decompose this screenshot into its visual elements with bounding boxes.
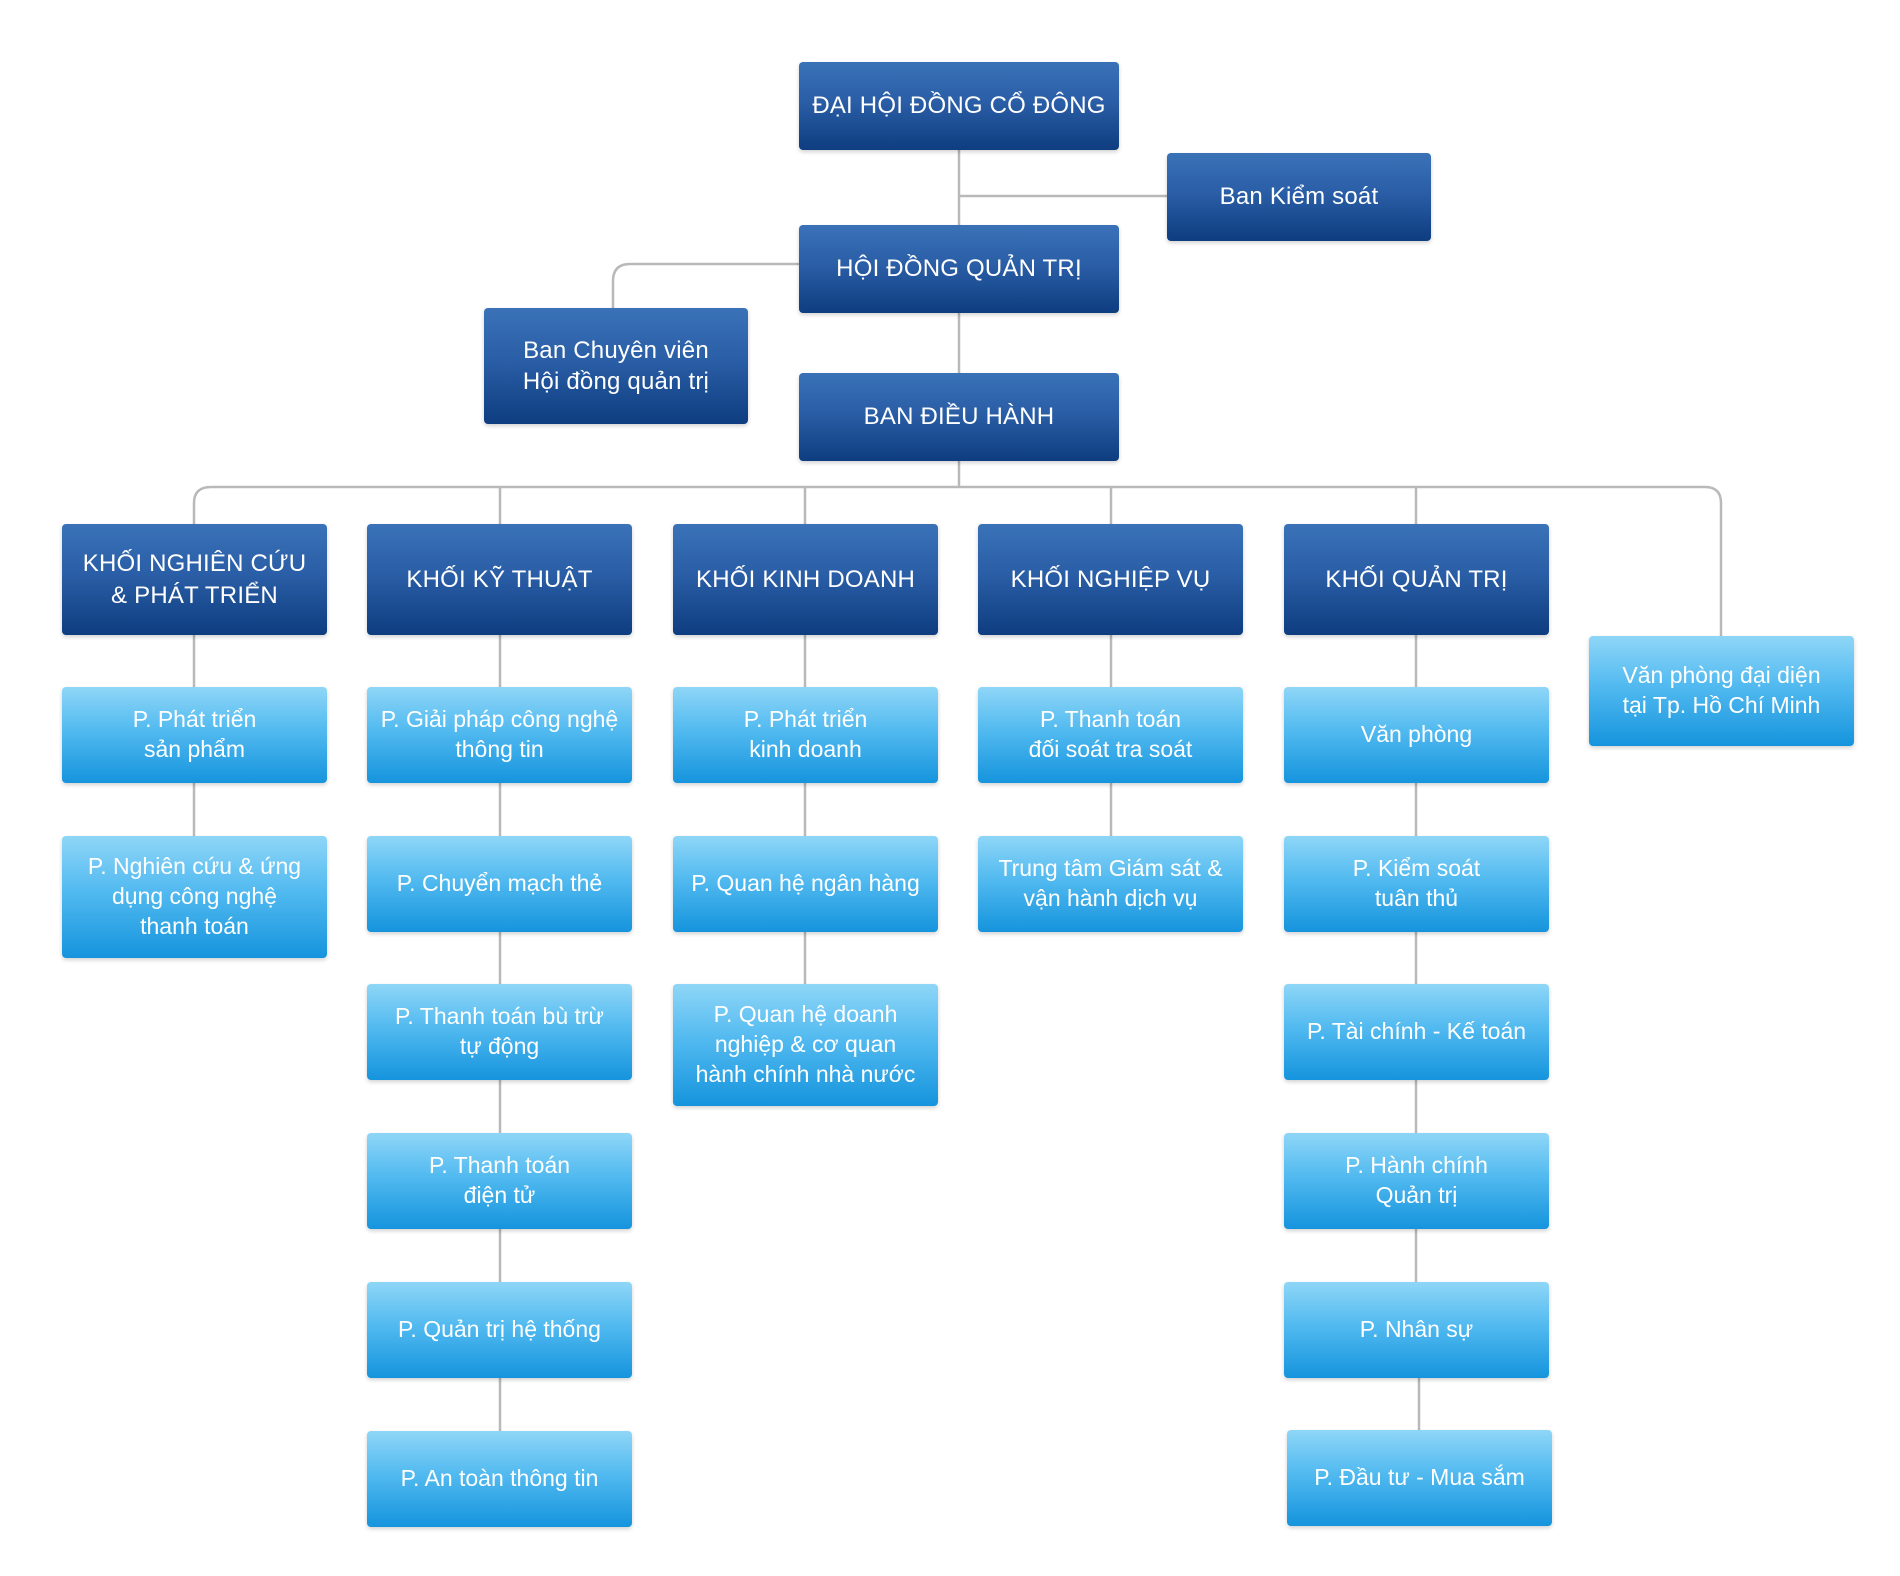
dept-box: P. Tài chính - Kế toán [1284, 984, 1549, 1080]
board-of-directors-box: HỘI ĐỒNG QUẢN TRỊ [799, 225, 1119, 313]
shareholders-box: ĐẠI HỘI ĐỒNG CỔ ĐÔNG [799, 62, 1119, 150]
dept-box: P. Phát triển kinh doanh [673, 687, 938, 783]
dept-box: Trung tâm Giám sát & vận hành dịch vụ [978, 836, 1243, 932]
supervisory-board-box: Ban Kiểm soát [1167, 153, 1431, 241]
block-operations: KHỐI NGHIỆP VỤ [978, 524, 1243, 635]
dept-box: P. Quan hệ doanh nghiệp & cơ quan hành c… [673, 984, 938, 1106]
dept-box: P. Thanh toán đối soát tra soát [978, 687, 1243, 783]
dept-box: P. Giải pháp công nghệ thông tin [367, 687, 632, 783]
dept-box: P. Chuyển mạch thẻ [367, 836, 632, 932]
dept-box: P. Quan hệ ngân hàng [673, 836, 938, 932]
block-research-development: KHỐI NGHIÊN CỨU & PHÁT TRIỂN [62, 524, 327, 635]
board-experts-box: Ban Chuyên viên Hội đồng quản trị [484, 308, 748, 424]
dept-box: P. An toàn thông tin [367, 1431, 632, 1527]
block-technical: KHỐI KỸ THUẬT [367, 524, 632, 635]
dept-box: P. Thanh toán bù trừ tự động [367, 984, 632, 1080]
dept-box: P. Thanh toán điện tử [367, 1133, 632, 1229]
executive-board-box: BAN ĐIỀU HÀNH [799, 373, 1119, 461]
dept-box: P. Hành chính Quản trị [1284, 1133, 1549, 1229]
dept-box: P. Phát triển sản phẩm [62, 687, 327, 783]
connector-line [611, 262, 799, 308]
dept-box: P. Quản trị hệ thống [367, 1282, 632, 1378]
dept-box: P. Nghiên cứu & ứng dụng công nghệ thanh… [62, 836, 327, 958]
dept-box: P. Nhân sự [1284, 1282, 1549, 1378]
dept-box: P. Đầu tư - Mua sắm [1287, 1430, 1552, 1526]
block-administration: KHỐI QUẢN TRỊ [1284, 524, 1549, 635]
connector-line [192, 485, 1723, 636]
rep-office-box: Văn phòng đại diện tại Tp. Hồ Chí Minh [1589, 636, 1854, 746]
dept-box: Văn phòng [1284, 687, 1549, 783]
dept-box: P. Kiểm soát tuân thủ [1284, 836, 1549, 932]
block-business: KHỐI KINH DOANH [673, 524, 938, 635]
